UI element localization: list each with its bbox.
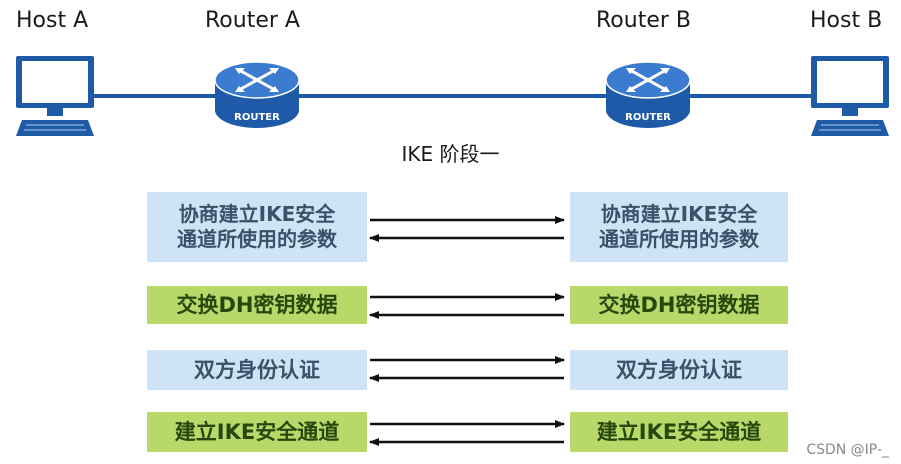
link-host-a-router-a: [92, 94, 222, 98]
step-1-left-box: 协商建立IKE安全 通道所使用的参数: [147, 192, 367, 262]
router-icon-router-a: ROUTER: [214, 61, 300, 128]
step-4-right-box: 建立IKE安全通道: [570, 412, 788, 452]
step-4-left-box: 建立IKE安全通道: [147, 412, 367, 452]
step-1-right-box: 协商建立IKE安全 通道所使用的参数: [570, 192, 788, 262]
phase-title: IKE 阶段一: [401, 142, 500, 166]
step-3-right-box: 双方身份认证: [570, 350, 788, 390]
computer-icon-host-b: [811, 56, 889, 136]
host-b-label: Host B: [810, 8, 883, 33]
router-a-label: Router A: [205, 8, 300, 33]
step-3-left-box: 双方身份认证: [147, 350, 367, 390]
link-router-a-router-b: [296, 94, 612, 98]
router-a-icon-text: ROUTER: [234, 112, 280, 123]
router-b-icon-text: ROUTER: [625, 112, 671, 123]
router-icon-router-b: ROUTER: [605, 61, 691, 128]
step-2-right-box: 交换DH密钥数据: [570, 286, 788, 324]
watermark: CSDN @IP-_: [806, 442, 889, 458]
computer-icon-host-a: [16, 56, 94, 136]
router-b-label: Router B: [596, 8, 691, 33]
link-router-b-host-b: [686, 94, 812, 98]
host-a-label: Host A: [16, 8, 89, 33]
step-2-left-box: 交换DH密钥数据: [147, 286, 367, 324]
